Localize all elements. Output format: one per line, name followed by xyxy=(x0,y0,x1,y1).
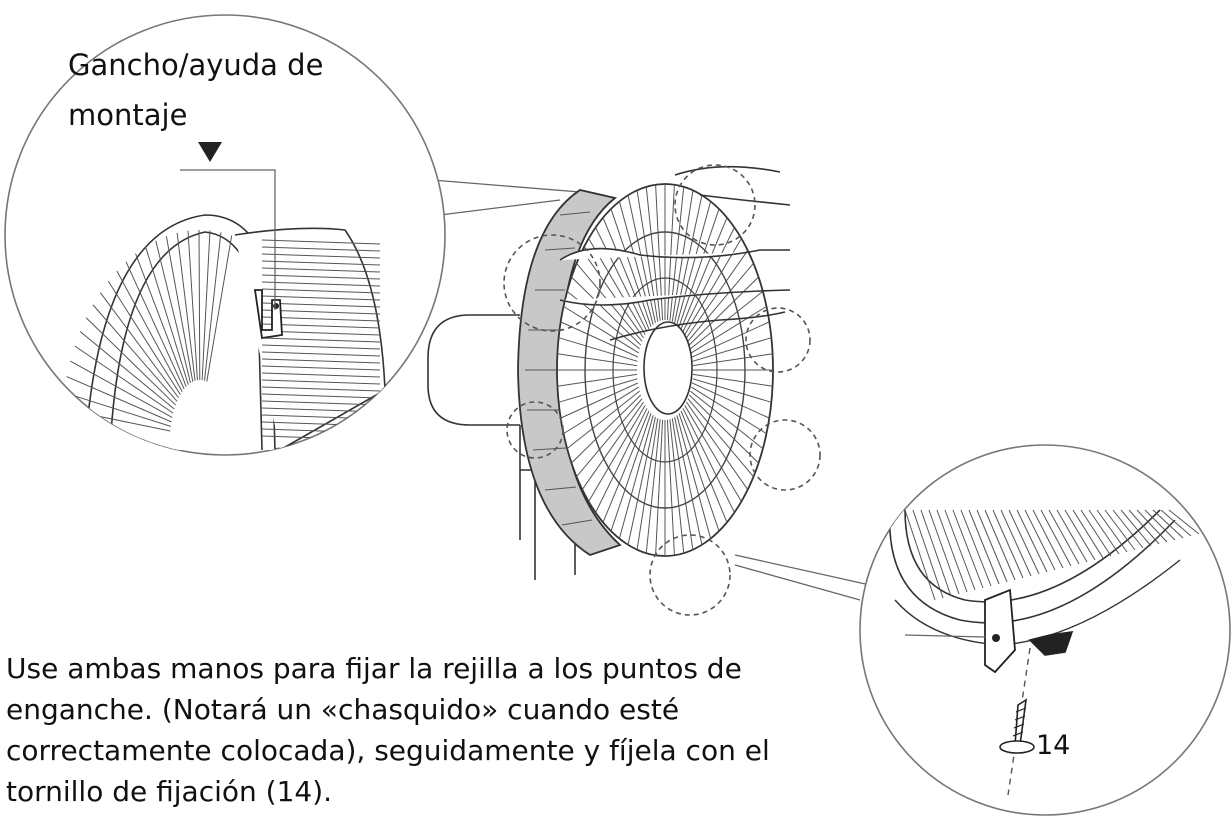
screw-number-label: 14 xyxy=(1036,730,1071,761)
hook-detail-illustration xyxy=(61,214,386,451)
screw-detail-illustration xyxy=(888,509,1200,796)
hook-pointer-arrow xyxy=(198,142,222,162)
hook-point-markers xyxy=(503,164,821,616)
hook-pointer-line xyxy=(180,169,276,310)
fan-stand xyxy=(519,425,576,580)
upper-hand xyxy=(559,165,791,306)
instruction-caption: Use ambas manos para fijar la rejilla a … xyxy=(6,652,770,808)
hook-callout-label: Gancho/ayuda de montaje xyxy=(68,48,324,132)
grille-center-hub xyxy=(643,321,693,415)
mounting-bracket xyxy=(984,588,1016,674)
grille-spokes xyxy=(557,184,773,556)
screw-washer xyxy=(999,740,1035,754)
fan-main-illustration xyxy=(427,164,821,616)
leader-lines xyxy=(431,179,871,601)
motor-housing xyxy=(427,314,520,426)
lower-hand xyxy=(609,311,786,341)
